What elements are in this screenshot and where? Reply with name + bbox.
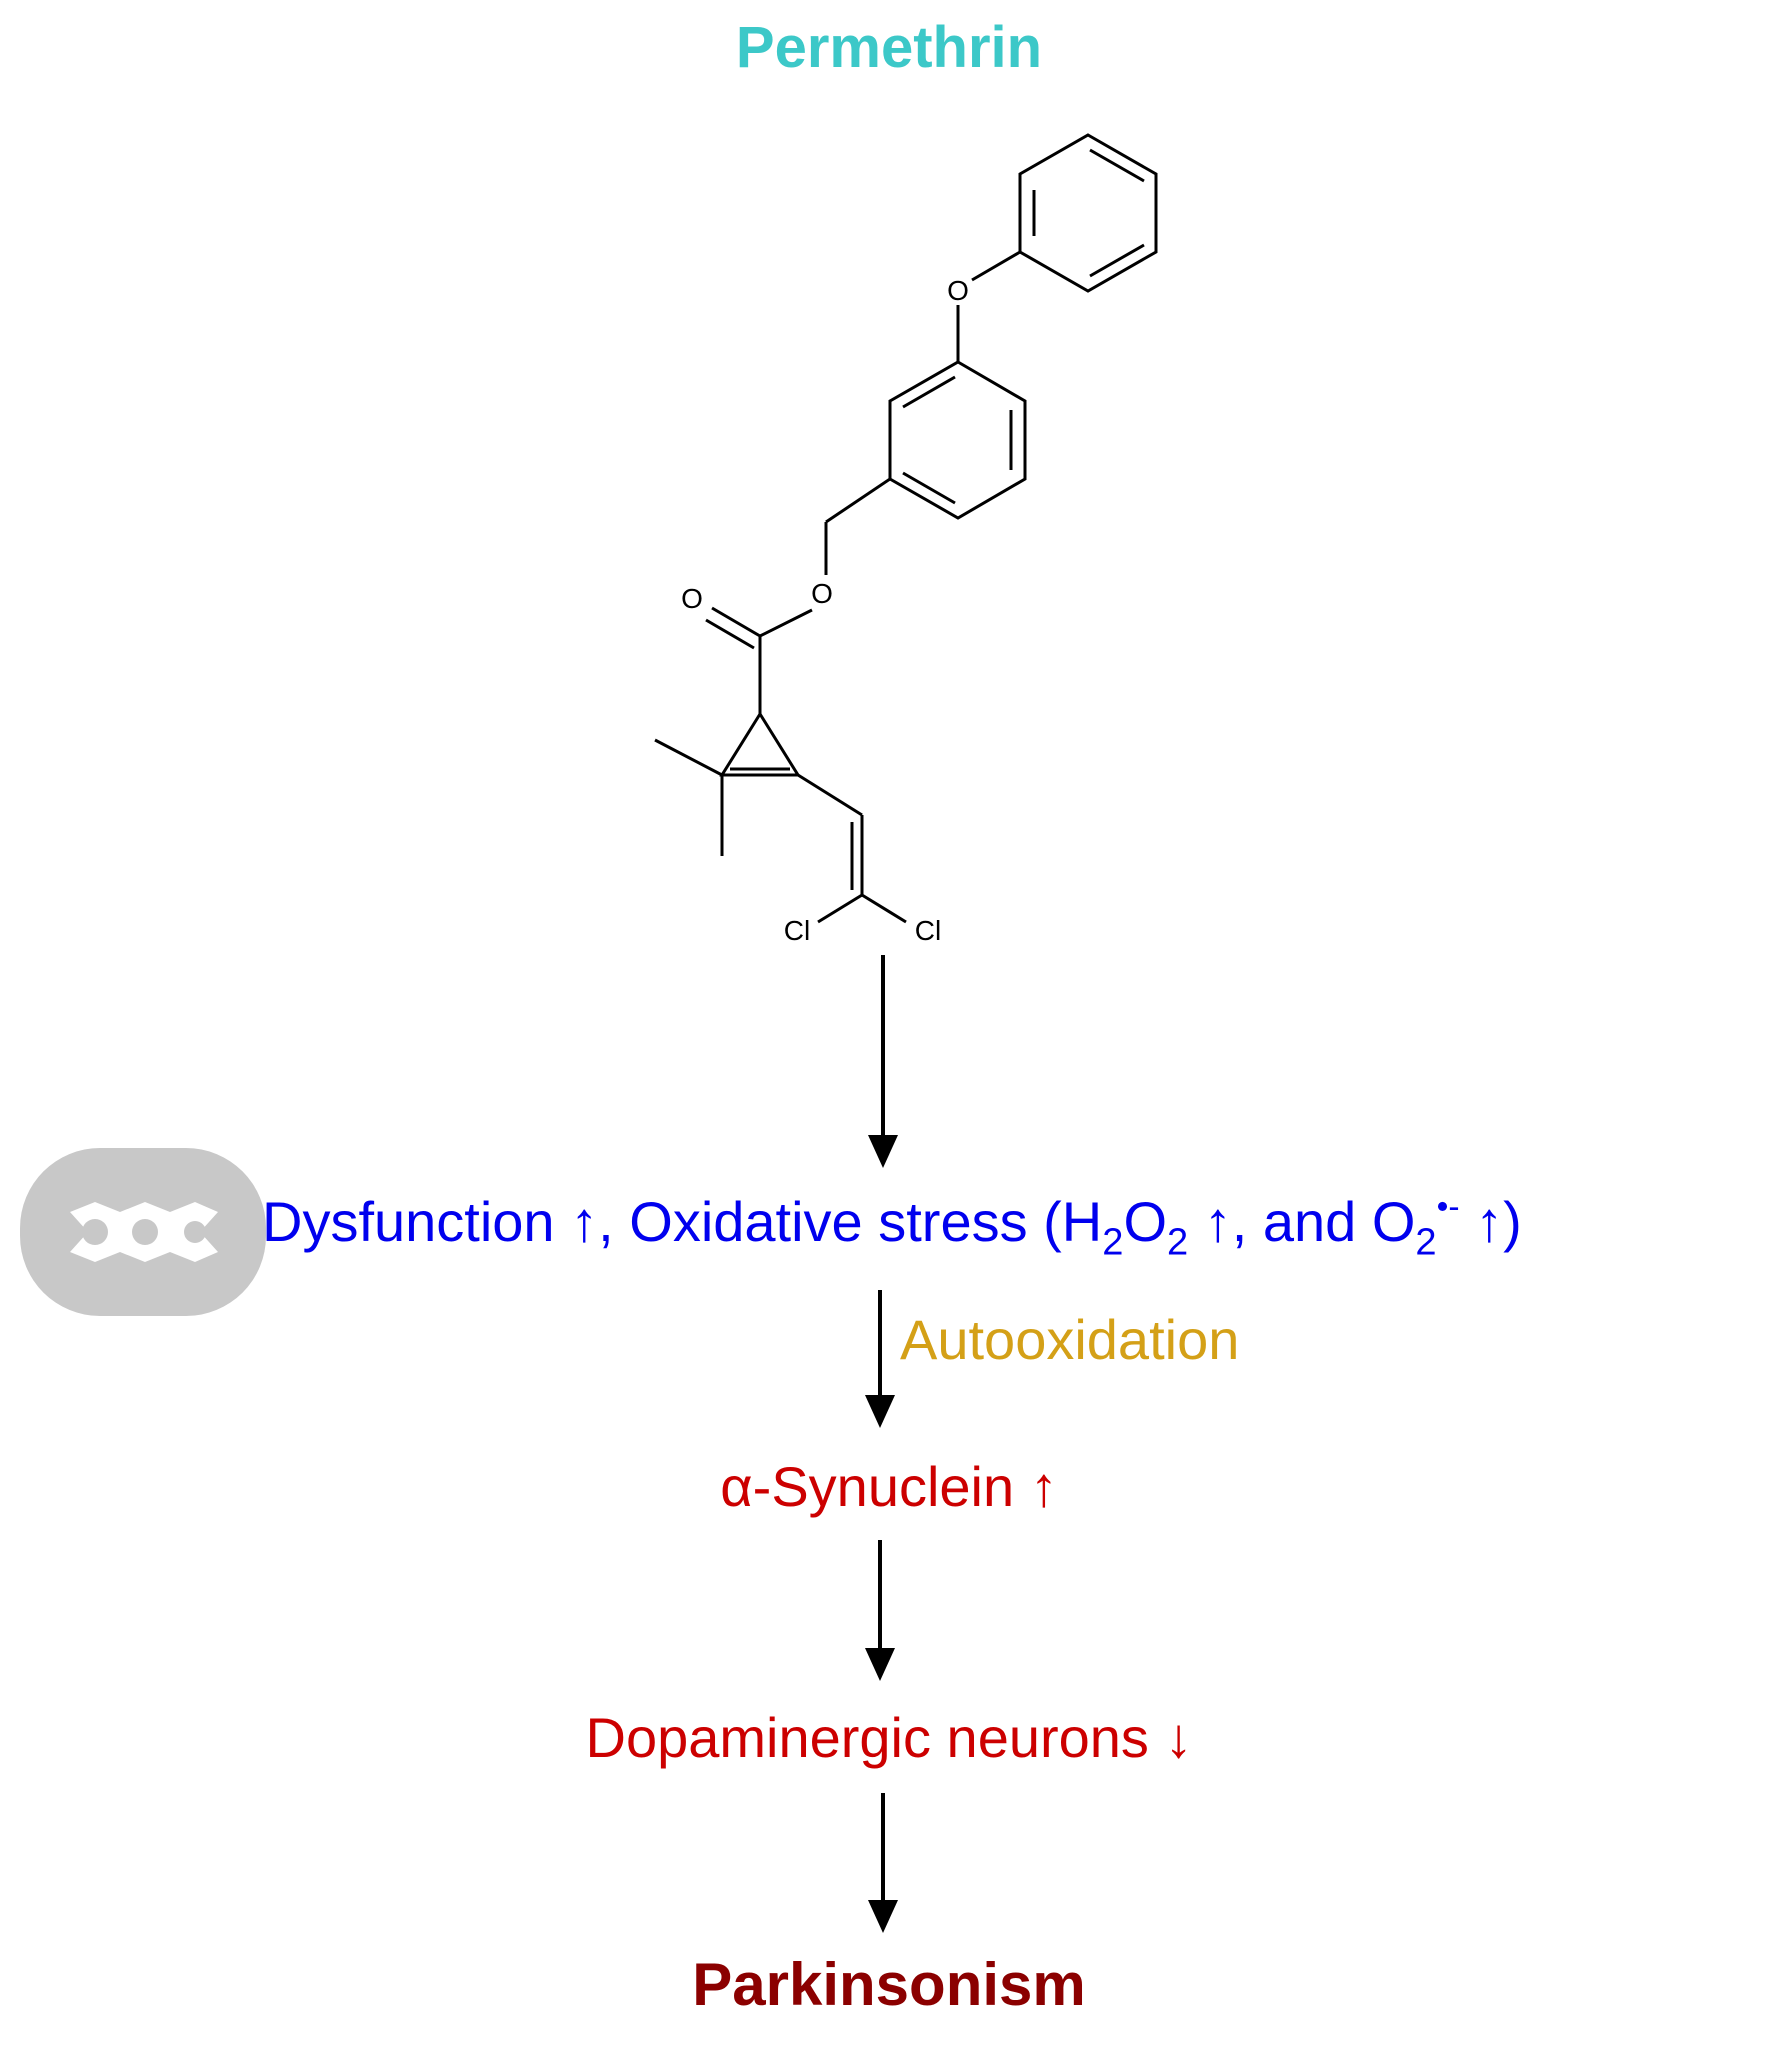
carbonyl-bond-a (711, 606, 761, 638)
superscript-radical: •- (1436, 1188, 1460, 1226)
stage3-label: Dopaminergic neurons (585, 1706, 1165, 1769)
atom-label-carbonyl-o: O (681, 583, 703, 614)
ester-o-bond (759, 608, 813, 638)
ccl-bond-left (817, 893, 863, 924)
atom-label-ester-o: O (811, 578, 833, 609)
subscript-2: 2 (1415, 1221, 1437, 1264)
carbonyl-bond-b (705, 618, 755, 650)
arrow-up-icon: ↑ (1203, 1190, 1232, 1253)
stage2-label: α-Synuclein (720, 1455, 1030, 1518)
phenyl-ring (1018, 133, 1158, 293)
stage1-and-o: , and O (1231, 1190, 1416, 1253)
arrow-up-icon: ↑ (1029, 1455, 1058, 1518)
stage-dopaminergic-neurons: Dopaminergic neurons ↓ (0, 1698, 1778, 1778)
arrow-up-icon: ↑ (1475, 1190, 1504, 1253)
ch2-bond-1 (825, 477, 891, 524)
vinyl-bond (797, 773, 863, 817)
result-parkinsonism: Parkinsonism (692, 1951, 1086, 2018)
arrow-4 (868, 1793, 898, 1933)
stage-alpha-synuclein: α-Synuclein ↑ (0, 1447, 1778, 1527)
cyclopropane-ring (719, 711, 801, 777)
stage1-space (1460, 1190, 1476, 1253)
stage1-o: O (1123, 1190, 1167, 1253)
arrow-down-icon: ↓ (1164, 1706, 1193, 1769)
stage1-oxidative: , Oxidative stress (H (598, 1190, 1103, 1253)
arrow-up-icon: ↑ (570, 1190, 599, 1253)
benzyl-ring (888, 360, 1027, 520)
atom-label-ether-o: O (947, 275, 969, 306)
subscript-2: 2 (1102, 1221, 1124, 1264)
diagram-title: Permethrin (735, 15, 1043, 80)
flow-arrows (865, 955, 898, 1933)
stage1-space (1188, 1190, 1204, 1253)
atom-label-cl-left: Cl (784, 915, 810, 946)
methyl-1 (654, 738, 723, 777)
atom-label-cl-right: Cl (915, 915, 941, 946)
ccl-bond-right (861, 893, 907, 924)
arrow-3 (865, 1540, 895, 1681)
stage1-prefix: Dysfunction (262, 1190, 571, 1253)
ether-bond-1 (971, 250, 1021, 282)
arrow-2 (865, 1290, 895, 1428)
stage1-close: ) (1503, 1190, 1522, 1253)
step-label-autooxidation: Autooxidation (900, 1308, 1240, 1371)
subscript-2: 2 (1167, 1221, 1189, 1264)
mitochondrion-icon (20, 1148, 266, 1316)
arrow-1 (868, 955, 898, 1168)
permethrin-structure (654, 133, 1158, 924)
stage-mitochondrial-dysfunction: Dysfunction ↑, Oxidative stress (H2O2 ↑,… (262, 1182, 1522, 1262)
